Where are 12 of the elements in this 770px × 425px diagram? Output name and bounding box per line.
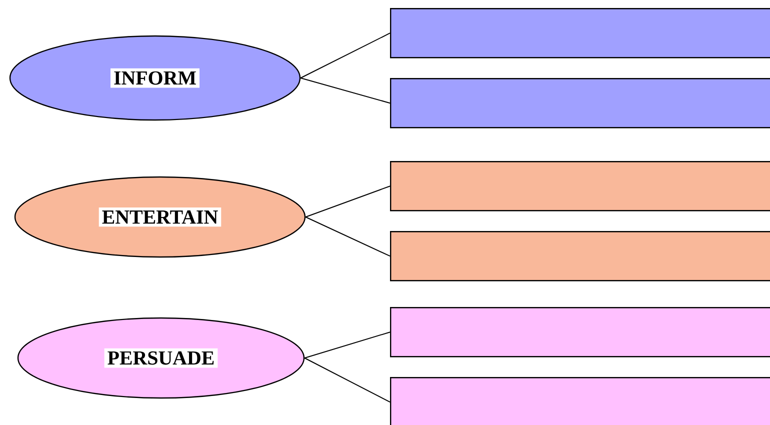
empty-box [390,377,770,425]
empty-box [390,8,770,58]
connector-line [300,78,390,104]
connector-line [305,186,390,218]
empty-box [390,307,770,358]
connector-line [304,358,390,403]
connector-line [300,32,390,78]
empty-box [390,231,770,282]
empty-box [390,161,770,212]
connector-line [305,216,390,257]
empty-box [390,78,770,128]
connector-line [304,332,390,358]
